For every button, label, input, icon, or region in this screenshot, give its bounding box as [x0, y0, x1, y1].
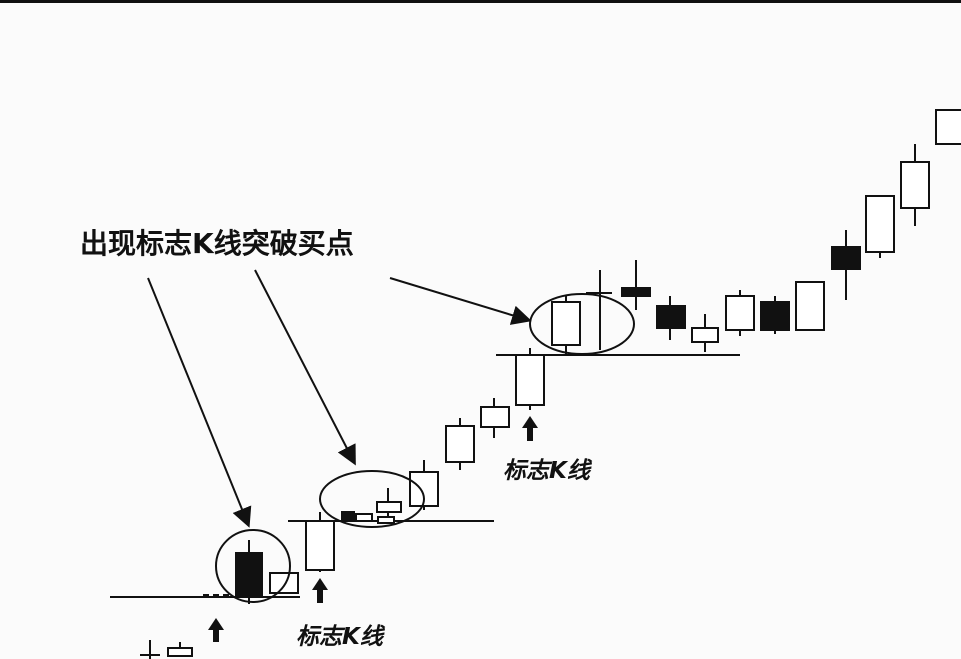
candle-bearish [621, 287, 651, 297]
callout-arrow-icon [389, 277, 532, 325]
candle-bullish [355, 513, 373, 522]
candle-bullish [691, 327, 719, 343]
candle-bullish-signal [515, 354, 545, 406]
breakout-buy-point-label: 出现标志K线突破买点 [80, 227, 354, 260]
candle-bullish [795, 281, 825, 331]
up-arrow-icon [522, 416, 538, 441]
highlight-ellipse [215, 529, 291, 603]
candle-bullish [551, 301, 581, 346]
top-border [0, 0, 961, 3]
signal-candle-label: 标志K线 [503, 458, 590, 484]
candle-bearish [831, 246, 861, 270]
candle-bullish [900, 161, 930, 209]
candle-bullish [480, 406, 510, 428]
signal-candle-label: 标志K线 [296, 624, 383, 650]
candle-bearish [341, 511, 355, 521]
callout-arrow-icon [147, 277, 252, 528]
highlight-ellipse [319, 470, 425, 528]
callout-arrow-icon [254, 269, 356, 466]
candle-bearish-signal [235, 552, 263, 596]
up-arrow-icon [208, 618, 224, 642]
candle-bullish [269, 572, 299, 594]
candle-bearish [656, 305, 686, 329]
candle-bullish [167, 647, 193, 657]
up-arrow-icon [312, 578, 328, 603]
candle-bullish [377, 516, 395, 524]
candle-bullish [445, 425, 475, 463]
candle-bullish [725, 295, 755, 331]
highlight-ellipse [529, 293, 635, 355]
candle-bearish [760, 301, 790, 331]
candle-bullish [376, 501, 402, 513]
candle-bullish [935, 109, 961, 145]
candle-bullish [865, 195, 895, 253]
candle-bullish-signal [305, 520, 335, 571]
